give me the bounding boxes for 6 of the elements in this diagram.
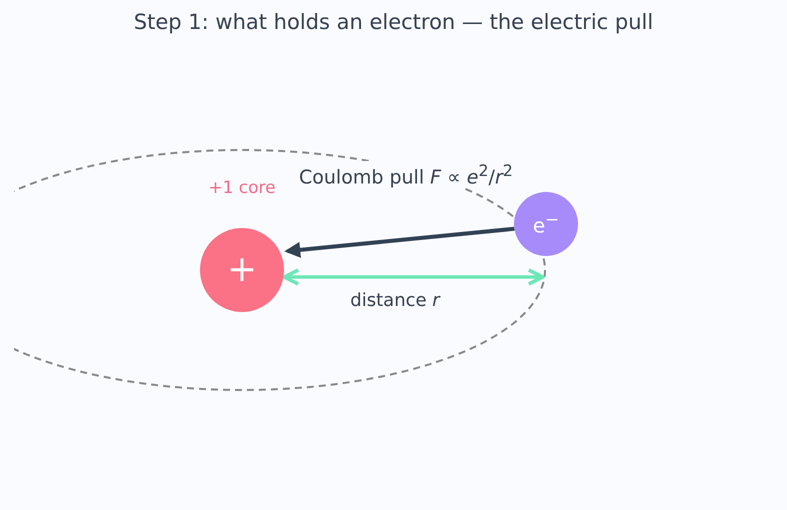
- charge-label: +1 core: [207, 178, 277, 198]
- particle-symbol: e$^{−}$: [532, 212, 560, 236]
- distance-arrow: [282, 268, 544, 286]
- title: Step 1: what holds an electron — the electric pull: [132, 10, 654, 34]
- charge-sign: +: [226, 252, 258, 288]
- force-arrow: [284, 226, 515, 258]
